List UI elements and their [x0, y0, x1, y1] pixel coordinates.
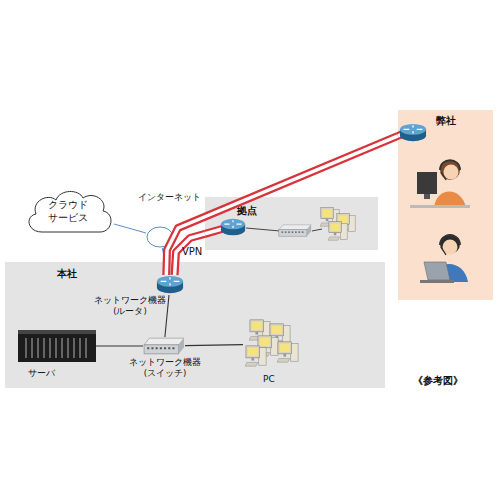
- router-device: ネットワーク機器 (ルータ): [156, 275, 184, 295]
- edge-label: VPN: [182, 246, 202, 259]
- tunnel-extension: [205, 229, 222, 234]
- node-label: 弊社: [398, 115, 493, 128]
- vpn-tunnel: [175, 234, 205, 275]
- router-icon: [156, 275, 184, 295]
- tunnel-stroke: [398, 133, 405, 136]
- switch-device: ネットワーク機器 (スイッチ): [143, 337, 185, 355]
- internet-line: [114, 224, 146, 233]
- node-label: 拠点: [237, 205, 257, 218]
- company-area: 弊社: [398, 110, 493, 300]
- node-label: ネットワーク機器 (ルータ): [92, 295, 168, 316]
- tunnel-stroke: [166, 136, 398, 275]
- server-icon: [18, 330, 96, 362]
- node-label: インターネット: [138, 192, 201, 203]
- cloud-outline: [22, 186, 114, 236]
- connector-line: [185, 345, 243, 346]
- tunnel-stroke: [398, 133, 405, 136]
- tunnel-stroke: [175, 234, 205, 275]
- tunnel-stroke: [205, 229, 222, 234]
- connector-line: [162, 248, 168, 275]
- pc-group: PC: [243, 318, 303, 370]
- connector-line: [114, 224, 146, 233]
- cloud-service: クラウド サービス: [22, 186, 114, 236]
- server-device: サーバ: [18, 330, 96, 362]
- vpn-tunnel: [166, 136, 398, 275]
- internet-symbol: インターネット: [146, 226, 174, 248]
- internet-ellipse: [146, 226, 174, 248]
- tunnel-stroke: [205, 229, 222, 234]
- node-label: クラウド サービス: [42, 199, 94, 224]
- node-label: PC: [263, 374, 275, 385]
- figure-note: 《参考図》: [413, 375, 463, 388]
- branch-area: 拠点: [205, 197, 378, 250]
- connector-line: [165, 295, 169, 337]
- tunnel-stroke: [166, 136, 398, 275]
- connector-line: [96, 345, 143, 346]
- node-label: サーバ: [28, 368, 55, 379]
- node-label: ネットワーク機器 (スイッチ): [125, 357, 205, 378]
- headquarters-area: 本社ネットワーク機器 (ルータ) ネットワーク機器 (スイッチ) サーバ PC: [5, 262, 385, 388]
- network-cable: [185, 345, 243, 346]
- network-cable: [165, 295, 169, 337]
- tunnel-stroke: [175, 234, 205, 275]
- pc-icons: [243, 318, 303, 370]
- network-cable: [96, 346, 143, 347]
- internet-line: [162, 248, 168, 275]
- tunnel-extension: [398, 133, 405, 136]
- switch-icon: [143, 337, 185, 355]
- node-label: 本社: [57, 268, 77, 281]
